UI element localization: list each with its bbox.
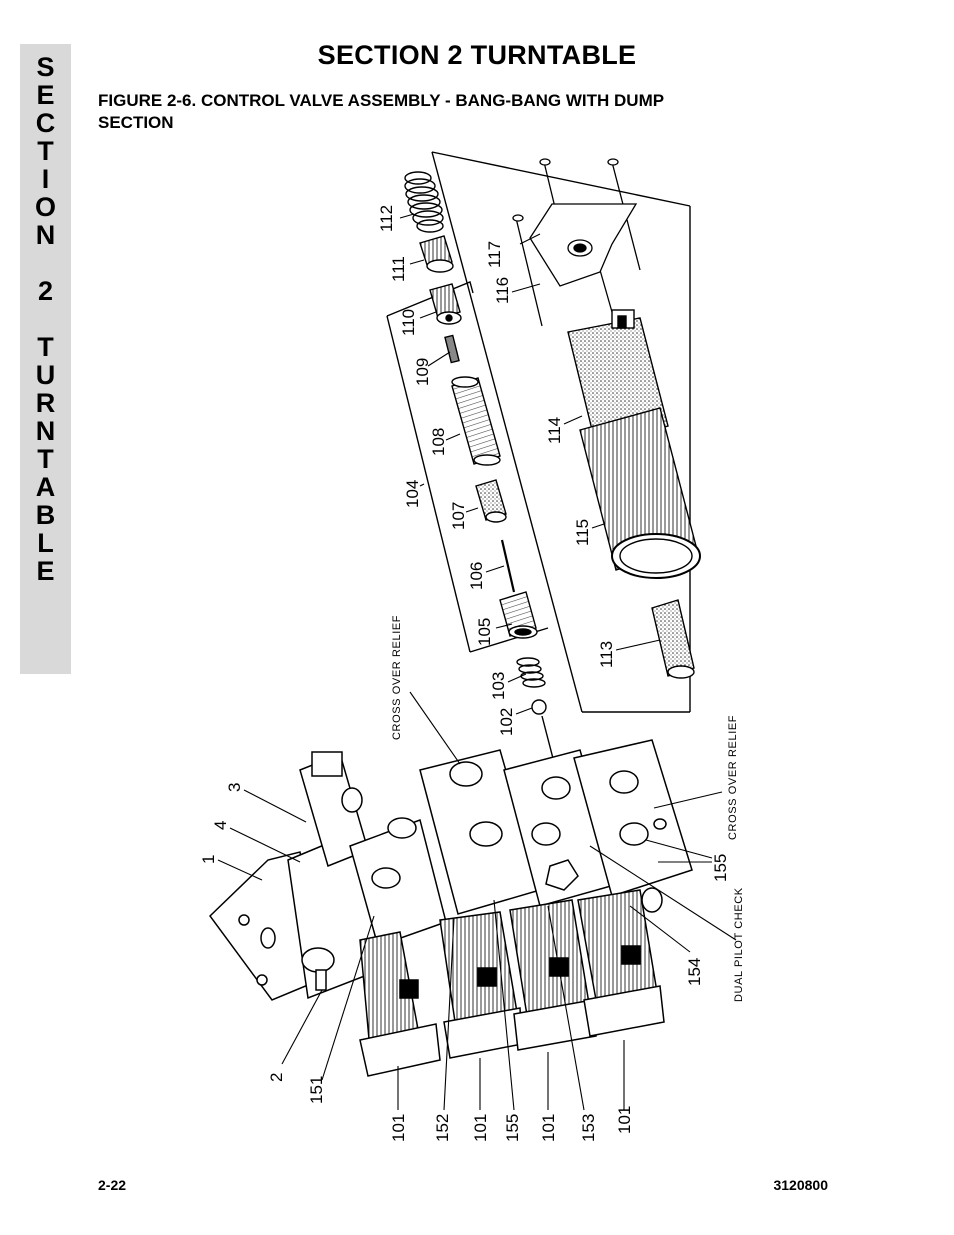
part-label: 101 [539,1114,558,1142]
mounting-plate [512,158,641,341]
part-label: 101 [615,1106,634,1134]
part-label: 102 [497,708,516,736]
part-label: 104 [403,480,422,508]
sidebar-letter: L [37,528,54,558]
spring-112 [404,171,444,233]
sidebar-letter: R [35,388,56,418]
sidebar-letter: E [36,80,55,110]
sidebar-letter: T [37,444,54,474]
sidebar-letter: T [37,332,54,362]
part-label: 2 [267,1073,286,1082]
sidebar-letter: T [37,136,54,166]
sidebar-letter: 2 [37,276,54,306]
body-105 [499,591,538,639]
part-label: 152 [433,1114,452,1142]
sidebar-letter: A [35,472,56,502]
part-label: 115 [573,519,592,546]
section-sidebar-tab: S E C T I O N 2 T U R N T A B L E [20,44,71,674]
plunger-107 [475,479,507,523]
part-label: 153 [579,1114,598,1142]
core-113 [651,599,695,679]
part-label: 106 [467,562,486,590]
part-label: 151 [307,1076,326,1104]
annotation-dual-pilot-check: DUAL PILOT CHECK [733,887,745,1002]
part-label: 109 [413,358,432,386]
leader-lines [217,213,737,1111]
part-labels: 112 111 110 109 108 104 107 106 105 103 … [199,205,730,1142]
ball-102 [531,699,547,715]
figure-caption: FIGURE 2-6. CONTROL VALVE ASSEMBLY - BAN… [98,90,758,134]
cover-115 [579,407,701,579]
annotation-cross-over-relief: CROSS OVER RELIEF [727,715,739,840]
sidebar-letter: E [36,556,55,586]
tube-108 [451,376,501,466]
spring-103 [516,657,546,688]
part-label: 112 [377,205,396,232]
part-label: 111 [389,256,408,282]
frame-line [431,151,691,207]
figure-caption-line: FIGURE 2-6. CONTROL VALVE ASSEMBLY - BAN… [98,91,665,110]
sidebar-letter: O [34,192,56,222]
sidebar-letter: I [41,164,50,194]
figure-caption-line: SECTION [98,113,174,132]
part-label: 110 [399,309,418,336]
part-label: 1 [199,855,218,864]
part-label: 105 [475,618,494,646]
sidebar-letter: U [35,360,56,390]
part-label: 117 [485,241,504,268]
sidebar-letter: S [36,52,55,82]
part-label: 101 [389,1114,408,1142]
part-label: 103 [489,672,508,700]
sidebar-letter: N [35,416,56,446]
part-label: 155 [711,854,730,882]
part-label: 154 [685,958,704,986]
sidebar-letter: C [35,108,56,138]
valve-stack [209,739,693,1077]
sidebar-letter: N [35,220,56,250]
part-label: 116 [493,277,512,304]
nut-110 [429,283,462,325]
part-label: 113 [597,641,616,668]
document-number: 3120800 [773,1177,828,1193]
part-label: 114 [545,417,564,444]
part-label: 108 [429,428,448,456]
part-label: 155 [503,1114,522,1142]
annotation-cross-over-relief: CROSS OVER RELIEF [391,615,403,740]
page-title: SECTION 2 TURNTABLE [317,40,637,70]
sidebar-letter: B [35,500,56,530]
sleeve-111 [419,235,454,273]
part-label: 3 [225,783,244,792]
page-number: 2-22 [98,1177,127,1193]
part-label: 107 [449,502,468,530]
part-label: 101 [471,1114,490,1142]
part-label: 4 [211,821,230,830]
